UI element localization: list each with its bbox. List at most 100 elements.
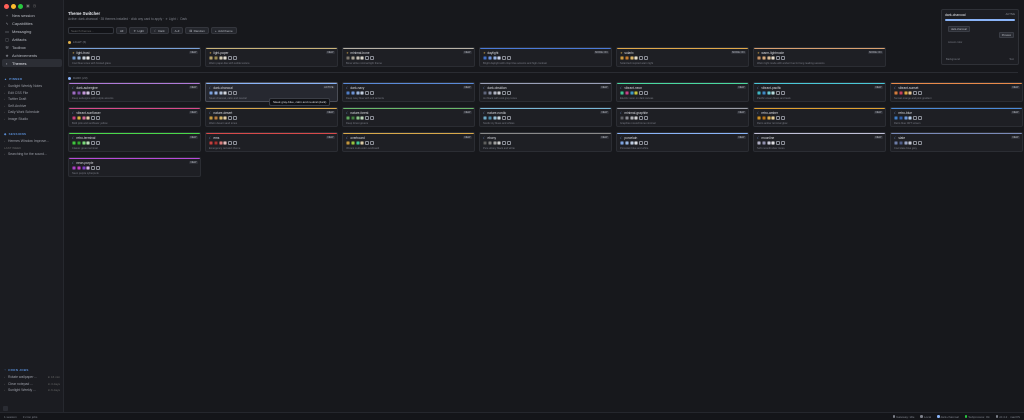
theme-tag-badge: NEW bbox=[736, 86, 746, 89]
toolbar-dark-button[interactable]: ☾Dark bbox=[150, 27, 169, 34]
preview-accent-bar bbox=[945, 19, 1015, 21]
color-swatch bbox=[209, 116, 213, 120]
color-swatch-outline bbox=[232, 116, 237, 120]
preview-button[interactable]: Preview bbox=[998, 32, 1014, 38]
color-swatch bbox=[492, 91, 497, 95]
sidebar-toggle-icon[interactable]: ▣ bbox=[26, 3, 30, 8]
sidebar-item-artifacts[interactable]: ▢Artifacts bbox=[2, 35, 62, 43]
color-swatch bbox=[223, 141, 228, 145]
color-swatch bbox=[771, 56, 776, 60]
list-item[interactable]: ›Sunlight Weekly ...in 6 days bbox=[4, 387, 62, 394]
theme-card-name: ☾vibrant-sunset bbox=[894, 86, 918, 90]
theme-swatches bbox=[72, 166, 100, 170]
toolbar-all-button[interactable]: All bbox=[116, 27, 128, 34]
sidebar-item-messaging[interactable]: ▭Messaging bbox=[2, 27, 62, 35]
color-swatch bbox=[629, 56, 634, 60]
bolt-icon: ϟ bbox=[5, 20, 9, 26]
sidebar-item-toolbox[interactable]: ⚒Toolbox bbox=[2, 43, 62, 51]
color-swatch-outline bbox=[643, 116, 648, 120]
box-icon: ▢ bbox=[5, 36, 9, 42]
toolbar-random-button[interactable]: ⚄Random bbox=[185, 27, 209, 34]
moon-icon: ☾ bbox=[72, 86, 75, 90]
list-item[interactable]: ›Rotate wallpaper ...in 16 min bbox=[4, 374, 62, 381]
color-swatch bbox=[761, 141, 766, 145]
moon-icon: ☾ bbox=[72, 161, 75, 165]
toolbar-a-z-button[interactable]: A-Z bbox=[170, 27, 184, 34]
list-item[interactable]: ›Searching for the sound... bbox=[4, 151, 62, 158]
theme-tag-badge: NEW bbox=[325, 136, 335, 139]
sidebar-item-themes[interactable]: ◐Themes bbox=[2, 59, 62, 67]
color-swatch bbox=[908, 116, 913, 120]
list-item[interactable]: ›Image Studio bbox=[4, 116, 62, 123]
sun-icon: ☀ bbox=[757, 51, 760, 55]
color-swatch bbox=[86, 56, 91, 60]
list-item[interactable]: ›Hermes Window Improve... bbox=[4, 138, 62, 145]
theme-tag-badge: NEW bbox=[325, 51, 335, 54]
maximize-window-button[interactable] bbox=[18, 4, 23, 9]
list-item-label: Twitter Draft bbox=[8, 97, 27, 102]
sidebar-item-new-session[interactable]: +New session bbox=[2, 11, 62, 19]
status-right-item: Gateway: Idle bbox=[892, 415, 914, 419]
theme-name: vibrant-pacific bbox=[761, 86, 782, 90]
color-swatch bbox=[634, 91, 639, 95]
color-swatch bbox=[72, 91, 76, 95]
theme-accent-bar bbox=[754, 108, 885, 109]
theme-description: Bold pink and sunflower yellow bbox=[72, 122, 108, 125]
minimize-window-button[interactable] bbox=[11, 4, 16, 9]
color-swatch bbox=[620, 141, 624, 145]
color-swatch bbox=[213, 116, 218, 120]
history-icon[interactable]: ◷ bbox=[32, 3, 37, 8]
settings-gear-icon[interactable] bbox=[3, 406, 8, 411]
list-item-label: Sunlight Weekly Notes bbox=[8, 84, 43, 89]
list-item[interactable]: ›Sunlight Weekly Notes bbox=[4, 83, 62, 90]
toolbar-add-theme-button[interactable]: +Add theme bbox=[210, 27, 237, 34]
preview-chip[interactable]: dark-charcoal bbox=[948, 26, 970, 32]
pin-icon: ▲ bbox=[4, 77, 8, 81]
list-item[interactable]: ›Clear notepad ...in 3 days bbox=[4, 381, 62, 388]
theme-card-name: ☾minimal-graphite bbox=[620, 111, 648, 115]
theme-search-input[interactable]: Search themes... bbox=[68, 27, 114, 34]
list-item[interactable]: ›Twitter Draft bbox=[4, 96, 62, 103]
sidebar-item-achievements[interactable]: ★Achievements bbox=[2, 51, 62, 59]
list-item[interactable]: ›Edit CSS File bbox=[4, 90, 62, 97]
theme-description: Retro amber terminal glow bbox=[757, 122, 788, 125]
list-item[interactable]: ›Self-Archive bbox=[4, 103, 62, 110]
toolbar-light-button[interactable]: ☀Light bbox=[129, 27, 149, 34]
list-item[interactable]: ›Daily Work Schedule bbox=[4, 109, 62, 116]
toolbar-button-label: Add theme bbox=[218, 28, 233, 33]
color-swatch bbox=[894, 116, 898, 120]
close-window-button[interactable] bbox=[4, 4, 9, 9]
sun-icon: ☀ bbox=[483, 51, 486, 55]
theme-card-name: ☀minimal-bone bbox=[346, 51, 370, 55]
theme-swatches bbox=[620, 91, 648, 95]
